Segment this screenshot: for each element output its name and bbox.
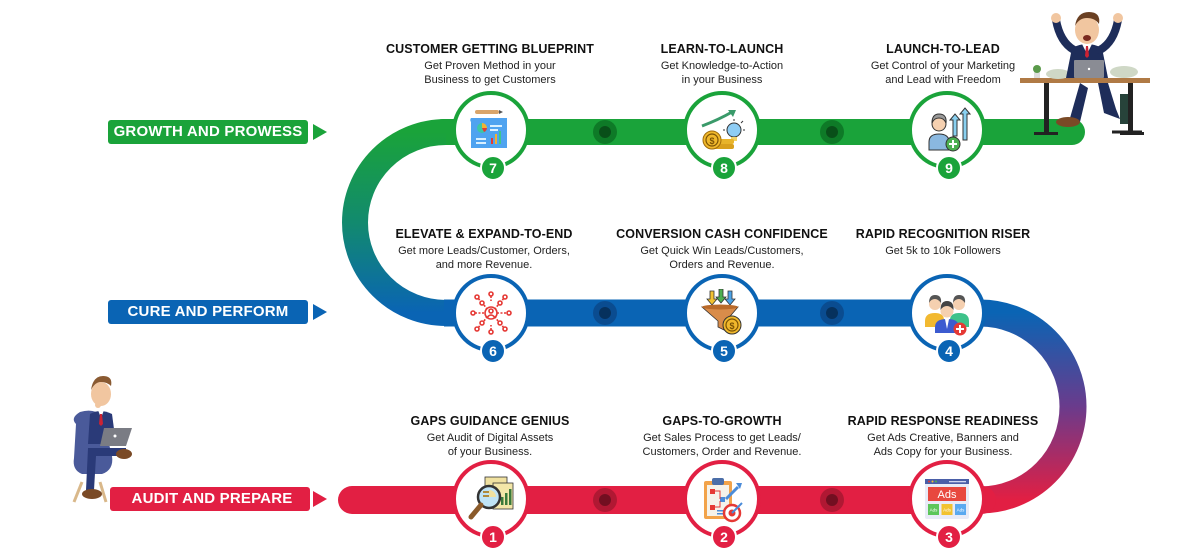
step-number-badge: 4 [936, 338, 962, 364]
step-2-node: 2 [683, 460, 761, 550]
arrow-right-icon [313, 304, 327, 320]
step-3-node: Ads Ads Ads Ads 3 [908, 460, 986, 550]
connector-dot-center [826, 126, 838, 138]
funnel-coin-icon: $ [700, 289, 742, 335]
connector-dot-center [826, 307, 838, 319]
connector-dot-center [826, 494, 838, 506]
step-description: Get more Leads/Customer, Orders,and more… [398, 245, 570, 271]
step-description: Get Sales Process to get Leads/Customers… [642, 432, 802, 458]
stage-label-audit: AUDIT AND PREPARE [110, 487, 310, 511]
ads-window-icon: Ads Ads Ads Ads [925, 479, 969, 519]
connector-dot [593, 488, 617, 512]
step-number-badge: 8 [711, 155, 737, 181]
step-9-text: LAUNCH-TO-LEAD Get Control of your Marke… [823, 42, 1063, 87]
step-3-text: RAPID RESPONSE READINESS Get Ads Creativ… [823, 414, 1063, 459]
arrow-right-icon [313, 491, 327, 507]
step-number-badge: 6 [480, 338, 506, 364]
step-7-text: CUSTOMER GETTING BLUEPRINT Get Proven Me… [370, 42, 610, 87]
step-2-text: GAPS-TO-GROWTH Get Sales Process to get … [602, 414, 842, 459]
svg-text:$: $ [709, 136, 714, 146]
step-9-node: 9 [908, 91, 986, 181]
connector-dot-center [599, 494, 611, 506]
network-user-icon [470, 291, 512, 335]
connector-dot-center [599, 126, 611, 138]
connector-dot [593, 301, 617, 325]
step-title: CUSTOMER GETTING BLUEPRINT [386, 42, 594, 56]
stage-label-cure: CURE AND PERFORM [108, 300, 308, 324]
track-arc-left [342, 119, 447, 326]
step-title: GAPS-TO-GROWTH [662, 414, 782, 428]
step-number-badge: 2 [711, 524, 737, 550]
step-number-badge: 5 [711, 338, 737, 364]
connector-dot [820, 488, 844, 512]
step-8-node: $ 8 [683, 91, 761, 181]
step-title: ELEVATE & EXPAND-TO-END [395, 227, 573, 241]
ads-main-text: Ads [938, 489, 957, 501]
step-title: RAPID RESPONSE READINESS [847, 414, 1039, 428]
step-title: RAPID RECOGNITION RISER [855, 227, 1031, 241]
arrow-right-icon [313, 124, 327, 140]
connector-dot [820, 301, 844, 325]
blueprint-chart-icon [470, 110, 507, 148]
step-number-badge: 7 [480, 155, 506, 181]
step-1-text: GAPS GUIDANCE GENIUS Get Audit of Digita… [370, 414, 610, 459]
step-5-node: $ 5 [683, 274, 761, 364]
step-6-text: ELEVATE & EXPAND-TO-END Get more Leads/C… [364, 227, 604, 272]
step-1-node: 1 [452, 460, 530, 550]
step-number-badge: 3 [936, 524, 962, 550]
svg-text:Ads: Ads [943, 508, 952, 513]
connector-dot-center [599, 307, 611, 319]
step-title: GAPS GUIDANCE GENIUS [410, 414, 570, 428]
step-number-badge: 1 [480, 524, 506, 550]
person-growth-arrows-icon [928, 107, 971, 152]
step-title: LAUNCH-TO-LEAD [886, 42, 1000, 56]
connector-dot [820, 120, 844, 144]
step-title: CONVERSION CASH CONFIDENCE [616, 227, 828, 241]
step-title: LEARN-TO-LAUNCH [660, 42, 784, 56]
step-4-text: RAPID RECOGNITION RISER Get 5k to 10k Fo… [823, 227, 1063, 258]
thinking-businessman-illustration [72, 376, 132, 503]
connector-dot [593, 120, 617, 144]
celebrating-businessman-illustration [1020, 12, 1150, 135]
coins-bulb-growth-icon: $ [701, 110, 745, 150]
svg-text:$: $ [729, 321, 734, 331]
track-arc-right [979, 299, 1087, 514]
followers-group-icon [925, 295, 969, 336]
step-4-node: 4 [908, 274, 986, 364]
stage-label-growth: GROWTH AND PROWESS [108, 120, 308, 144]
step-description: Get Quick Win Leads/Customers,Orders and… [640, 245, 804, 271]
magnifier-report-icon [468, 476, 514, 520]
step-description: Get 5k to 10k Followers [885, 245, 1001, 257]
step-number-badge: 9 [936, 155, 962, 181]
step-6-node: 6 [452, 274, 530, 364]
step-5-text: CONVERSION CASH CONFIDENCE Get Quick Win… [602, 227, 842, 272]
svg-text:Ads: Ads [957, 508, 966, 513]
clipboard-target-icon [704, 478, 743, 523]
step-7-node: 7 [452, 91, 530, 181]
svg-text:Ads: Ads [930, 508, 939, 513]
